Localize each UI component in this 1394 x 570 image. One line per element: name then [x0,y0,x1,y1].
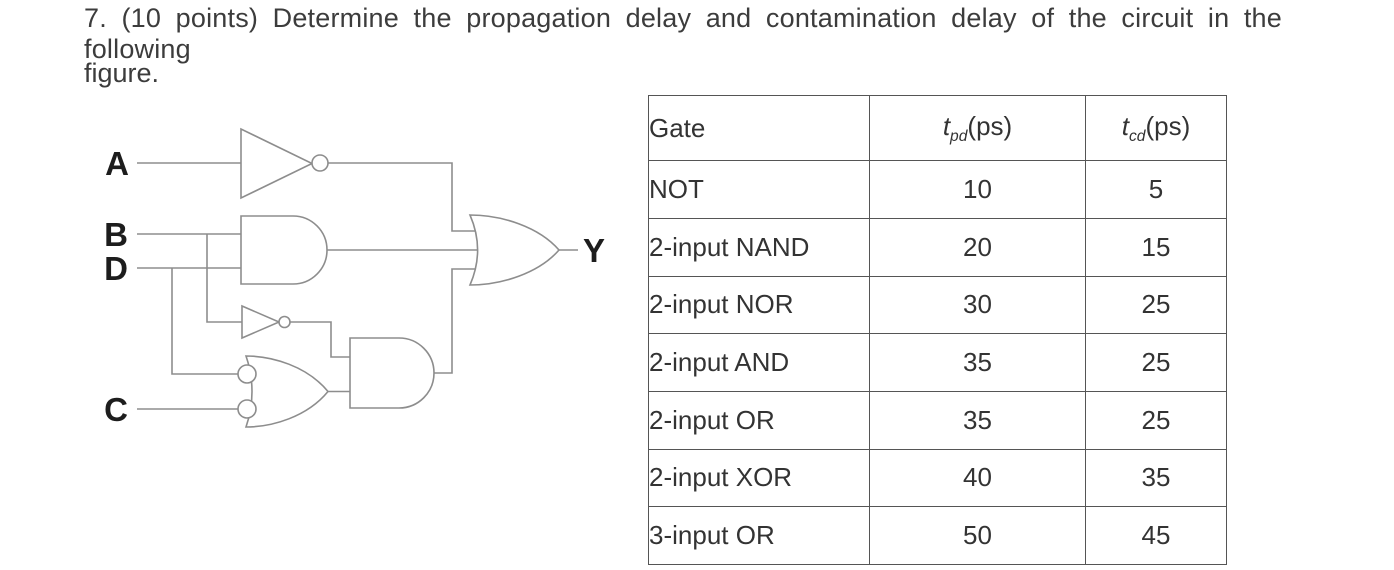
wire-nota-to-or [328,162,477,232]
label-input-b: B [104,216,128,253]
header-tpd: tpd(ps) [869,94,1086,162]
bubbled-input-or-gate [244,355,330,428]
cell-tcd: 25 [1085,333,1227,392]
cell-tpd: 10 [869,160,1086,219]
or-gate-output [468,214,561,286]
label-input-c: C [104,391,128,428]
table-row: NOT 10 5 [648,160,1227,219]
bubbled-or-input-bubble-bottom-icon [237,399,257,419]
circuit-diagram: A B D C Y [104,127,605,428]
wire-and2-to-or [434,268,477,374]
bubbled-or-input-bubble-top-icon [237,364,257,384]
label-output-y: Y [583,232,605,269]
cell-tcd: 15 [1085,217,1227,277]
cell-gate: 2-input NAND [648,217,870,277]
cell-gate: 3-input OR [648,506,870,565]
cell-gate: 2-input NOR [648,275,870,335]
table-header-row: Gate tpd(ps) tcd(ps) [648,94,1227,162]
not-gate-small [241,304,282,340]
table-row: 2-input NAND 20 15 [648,217,1227,277]
and-gate-lower [349,337,435,409]
table-row: 2-input OR 35 25 [648,390,1227,450]
label-input-d: D [104,250,128,287]
table-row: 2-input XOR 40 35 [648,448,1227,508]
not-gate-top [240,127,314,200]
not-gate-small-bubble-icon [278,315,291,329]
cell-tcd: 5 [1085,160,1227,219]
cell-tpd: 35 [869,390,1086,450]
wire-smallnot-to-and2 [290,321,350,358]
cell-tcd: 35 [1085,448,1227,508]
table-row: 2-input NOR 30 25 [648,275,1227,335]
cell-gate: 2-input OR [648,390,870,450]
wire-b-to-small-not [206,234,242,323]
wire-d-to-bubbled-or [171,268,240,375]
cell-tpd: 50 [869,506,1086,565]
not-gate-top-bubble-icon [311,154,329,172]
label-input-a: A [105,145,129,182]
cell-gate: 2-input AND [648,333,870,392]
gate-delay-table: Gate tpd(ps) tcd(ps) NOT 10 5 2-input NA… [648,94,1227,565]
cell-tcd: 45 [1085,506,1227,565]
table-row: 2-input AND 35 25 [648,333,1227,392]
cell-tpd: 30 [869,275,1086,335]
cell-gate: NOT [648,160,870,219]
cell-tcd: 25 [1085,275,1227,335]
cell-gate: 2-input XOR [648,448,870,508]
header-tcd: tcd(ps) [1085,94,1227,162]
question-text-line1: 7. (10 points) Determine the propagation… [84,3,1282,64]
table-row: 3-input OR 50 45 [648,506,1227,565]
header-gate: Gate [648,94,870,162]
and-gate-upper [240,215,328,285]
cell-tcd: 25 [1085,390,1227,450]
cell-tpd: 20 [869,217,1086,277]
question-text-line2: figure. [84,58,160,88]
cell-tpd: 35 [869,333,1086,392]
cell-tpd: 40 [869,448,1086,508]
